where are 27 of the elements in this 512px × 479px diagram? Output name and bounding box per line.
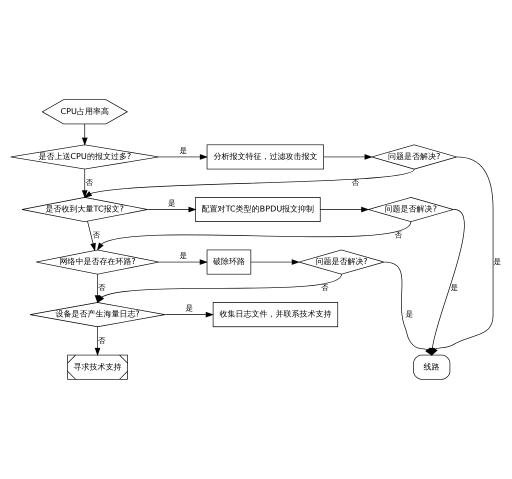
arrow (158, 154, 208, 160)
node-diamond: 问题是否解决? (298, 250, 386, 275)
arrow (164, 312, 214, 318)
node-diamond: 是否收到大量TC报文? (22, 197, 148, 222)
node-box: 分析报文特征，过滤攻击报文 (206, 144, 324, 170)
arrow (250, 259, 300, 265)
node-diamond: 问题是否解决? (370, 144, 458, 170)
node-box: 收集日志文件，并联系技术支持 (212, 302, 338, 328)
node-diamond: 是否上送CPU的报文过多? (10, 144, 160, 170)
arrow (320, 206, 370, 212)
arrow (158, 259, 208, 265)
arrow (82, 168, 88, 198)
node-box: 配置对TC类型的BPDU报文抑制 (195, 197, 321, 222)
arrow (96, 274, 342, 304)
arrow (87, 220, 96, 252)
node-box: 破除环路 (206, 250, 252, 275)
node-diamond: 问题是否解决? (367, 197, 455, 222)
node-diamond: 设备是否产生海量日志? (30, 302, 166, 328)
node-box: 线路 (413, 354, 450, 380)
arrow (84, 168, 415, 198)
node-diamond: 网络中是否存在环路? (36, 250, 160, 275)
arrow (82, 124, 88, 146)
arrow (94, 326, 100, 356)
arrow (97, 221, 412, 251)
arrow (147, 206, 197, 212)
arrow (384, 262, 432, 356)
arrow (323, 154, 373, 160)
